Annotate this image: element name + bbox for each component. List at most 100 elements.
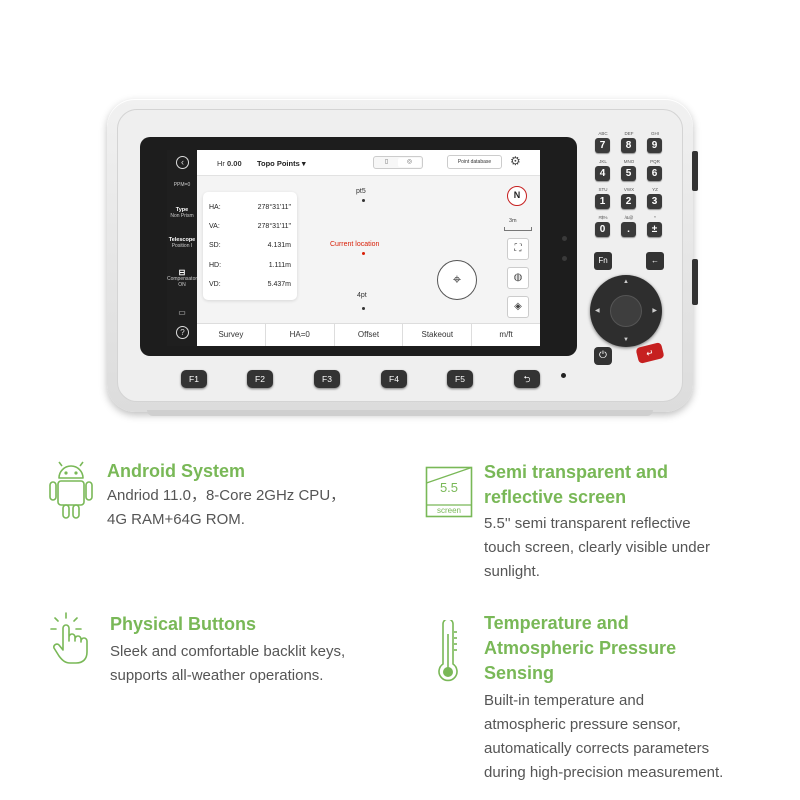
key-3[interactable]: 3	[647, 194, 662, 209]
softkey-units[interactable]: m/ft	[499, 330, 513, 339]
softkey-stakeout[interactable]: Stakeout	[403, 324, 473, 346]
softkey-survey[interactable]: Survey	[197, 324, 266, 346]
key-letters: #$%	[598, 215, 608, 220]
key-letters: STU	[598, 187, 608, 192]
measurement-row: SD:4.131m	[209, 242, 291, 249]
side-button[interactable]	[692, 259, 698, 305]
help-icon[interactable]: ?	[176, 326, 189, 339]
backspace-key[interactable]: ←	[646, 252, 664, 270]
screen-size-label: 5.5	[439, 480, 459, 495]
navigation-dpad[interactable]: ▲ ▼ ◀ ▶	[590, 275, 662, 347]
feature-title: reflective screen	[484, 487, 627, 507]
arrow-down-icon[interactable]: ▼	[623, 337, 629, 343]
current-location-marker	[362, 252, 365, 255]
map-scale-bar	[504, 227, 532, 231]
key-letters: MNO	[623, 159, 635, 164]
feature-description: 5.5'' semi transparent reflective	[484, 515, 691, 532]
touch-hand-icon	[50, 612, 88, 664]
f5-key[interactable]: F5	[447, 370, 473, 388]
feature-description: Andriod 11.0，8-Core 2GHz CPU，	[107, 487, 346, 504]
type-setting[interactable]: Type Non Prism	[170, 207, 194, 219]
locate-button[interactable]: ⌖	[437, 260, 477, 300]
screen-caption: screen	[436, 506, 461, 515]
key-letters: VWX	[623, 187, 635, 192]
arrow-up-icon[interactable]: ▲	[623, 279, 629, 285]
key-letters: YZ	[652, 187, 658, 192]
layers-icon[interactable]: ◈	[507, 296, 529, 318]
f4-key[interactable]: F4	[381, 370, 407, 388]
current-location-label: Current location	[330, 241, 380, 248]
key-2[interactable]: 2	[621, 194, 636, 209]
feature-description: atmospheric pressure sensor,	[484, 716, 681, 733]
compass-icon[interactable]: N	[507, 186, 527, 206]
compensator-setting[interactable]: ⊟ Compensator ON	[167, 268, 198, 289]
map-point[interactable]	[362, 307, 365, 310]
status-led	[561, 373, 566, 378]
device-screen: ‹ PPM=0 Type Non Prism Telescope Positio…	[167, 150, 540, 346]
dpad-center-button[interactable]	[610, 295, 642, 327]
side-button[interactable]	[692, 151, 698, 191]
prism-icon[interactable]: ▯	[384, 159, 389, 165]
fullscreen-icon[interactable]: ⛶	[507, 238, 529, 260]
feature-title: Atmospheric Pressure	[484, 638, 677, 658]
target-toggle[interactable]: ▯ ◎	[373, 156, 423, 169]
battery-icon: ▭	[178, 308, 186, 317]
key-7[interactable]: 7	[595, 138, 610, 153]
key-0[interactable]: 0	[595, 222, 610, 237]
key-dot[interactable]: .	[621, 222, 636, 237]
measurement-row: VD:5.437m	[209, 281, 291, 288]
softkey-offset[interactable]: Offset	[335, 324, 404, 346]
compensator-icon: ⊟	[178, 268, 186, 277]
gear-icon[interactable]: ⚙	[510, 154, 521, 168]
feature-description: supports all-weather operations.	[110, 667, 324, 684]
measurement-panel: HA:278°31'11" VA:278°31'11" SD:4.131m HD…	[203, 192, 297, 300]
reflector-icon[interactable]: ◎	[398, 158, 421, 167]
key-4[interactable]: 4	[595, 166, 610, 181]
map-scale-label: 3m	[509, 218, 517, 224]
feature-title: Sensing	[484, 663, 555, 683]
key-8[interactable]: 8	[621, 138, 636, 153]
feature-description: during high-precision measurement.	[484, 764, 724, 781]
mode-dropdown[interactable]: Topo Points ▾	[257, 159, 306, 168]
measurement-row: VA:278°31'11"	[209, 223, 291, 230]
device-base	[147, 410, 653, 416]
feature-title: Physical Buttons	[110, 614, 257, 634]
map-point[interactable]	[362, 199, 365, 202]
feature-description: sunlight.	[484, 563, 540, 580]
key-6[interactable]: 6	[647, 166, 662, 181]
back-icon[interactable]: ‹	[176, 156, 189, 169]
key-letters: GHI	[650, 131, 659, 136]
android-icon	[49, 461, 93, 519]
f1-key[interactable]: F1	[181, 370, 207, 388]
key-plus-minus[interactable]: ±	[647, 222, 662, 237]
return-key[interactable]: ⮌	[514, 370, 540, 388]
globe-icon[interactable]: ◍	[507, 267, 529, 289]
key-5[interactable]: 5	[621, 166, 636, 181]
key-letters: /&@	[624, 215, 634, 220]
arrow-left-icon[interactable]: ◀	[595, 308, 600, 314]
fn-key[interactable]: Fn	[594, 252, 612, 270]
power-button[interactable]: ⏻	[594, 347, 612, 365]
key-letters: PQR	[650, 159, 660, 164]
feature-description: 4G RAM+64G ROM.	[107, 511, 245, 528]
feature-title: Temperature and	[484, 613, 629, 633]
sensor-dot	[562, 236, 567, 241]
arrow-right-icon[interactable]: ▶	[652, 308, 657, 314]
measurement-row: HD:1.111m	[209, 262, 291, 269]
softkey-ha-zero[interactable]: HA=0	[266, 324, 335, 346]
telescope-setting[interactable]: Telescope Position I	[168, 237, 196, 249]
f2-key[interactable]: F2	[247, 370, 273, 388]
key-1[interactable]: 1	[595, 194, 610, 209]
key-letters: DEF	[624, 131, 634, 136]
feature-description: touch screen, clearly visible under	[484, 539, 710, 556]
map-point-label: 4pt	[357, 292, 367, 299]
measurement-row: HA:278°31'11"	[209, 204, 291, 211]
key-letters: ABC	[598, 131, 608, 136]
f3-key[interactable]: F3	[314, 370, 340, 388]
key-9[interactable]: 9	[647, 138, 662, 153]
thermometer-icon	[438, 620, 458, 682]
feature-description: automatically corrects parameters	[484, 740, 710, 757]
point-database-button[interactable]: Point database	[447, 155, 502, 169]
feature-description: Sleek and comfortable backlit keys,	[110, 643, 346, 660]
feature-title: Semi transparent and	[484, 462, 669, 482]
